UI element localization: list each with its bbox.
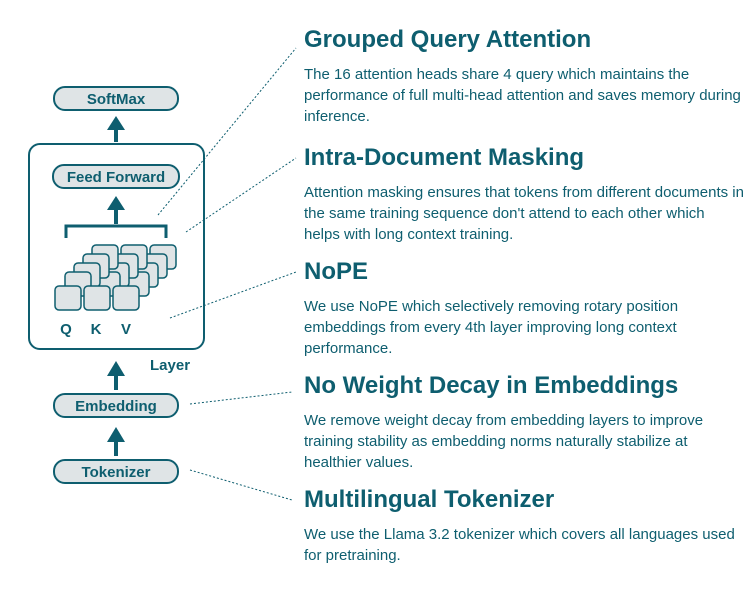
layer-box	[28, 143, 205, 350]
arrow-embedding-to-layer	[107, 361, 125, 390]
attention-bracket	[64, 224, 168, 238]
connector-weight-decay	[189, 391, 293, 405]
attention-heads	[54, 244, 177, 311]
feature-description: We remove weight decay from embedding la…	[304, 412, 704, 471]
q-head-front	[54, 285, 82, 311]
feature-title: NoPE	[304, 258, 369, 285]
q-label: Q	[60, 321, 72, 338]
feature-description: We use NoPE which selectively removing r…	[304, 298, 679, 357]
k-label: K	[91, 321, 102, 338]
feature-title: Multilingual Tokenizer	[304, 486, 555, 513]
tokenizer-block: Tokenizer	[53, 459, 179, 484]
connector-nope	[169, 271, 297, 319]
arrow-tokenizer-to-embedding	[107, 427, 125, 456]
feature-grouped-query-attention: Grouped Query Attention The 16 attention…	[304, 26, 744, 127]
embedding-label: Embedding	[75, 398, 157, 415]
arrow-layer-to-softmax	[107, 116, 125, 142]
connector-masking	[185, 157, 297, 233]
layer-label: Layer	[150, 357, 190, 374]
feature-description: Attention masking ensures that tokens fr…	[304, 184, 744, 243]
feed-forward-block: Feed Forward	[52, 164, 180, 189]
feed-forward-label: Feed Forward	[67, 169, 165, 186]
feature-title: Grouped Query Attention	[304, 26, 592, 53]
tokenizer-label: Tokenizer	[82, 464, 151, 481]
embedding-block: Embedding	[53, 393, 179, 418]
feature-intra-document-masking: Intra-Document Masking Attention masking…	[304, 144, 744, 245]
connector-gqa	[157, 47, 297, 216]
connector-tokenizer	[189, 469, 293, 501]
v-label: V	[121, 321, 131, 338]
softmax-block: SoftMax	[53, 86, 179, 111]
feature-description: We use the Llama 3.2 tokenizer which cov…	[304, 526, 735, 564]
arrow-attention-to-ff	[107, 196, 125, 224]
feature-nope: NoPE We use NoPE which selectively remov…	[304, 258, 744, 359]
feature-description: The 16 attention heads share 4 query whi…	[304, 66, 741, 125]
k-head-front	[83, 285, 111, 311]
feature-title: No Weight Decay in Embeddings	[304, 372, 679, 399]
feature-no-weight-decay: No Weight Decay in Embeddings We remove …	[304, 372, 744, 473]
v-head-front	[112, 285, 140, 311]
softmax-label: SoftMax	[87, 91, 146, 108]
feature-multilingual-tokenizer: Multilingual Tokenizer We use the Llama …	[304, 486, 744, 566]
feature-title: Intra-Document Masking	[304, 144, 585, 171]
